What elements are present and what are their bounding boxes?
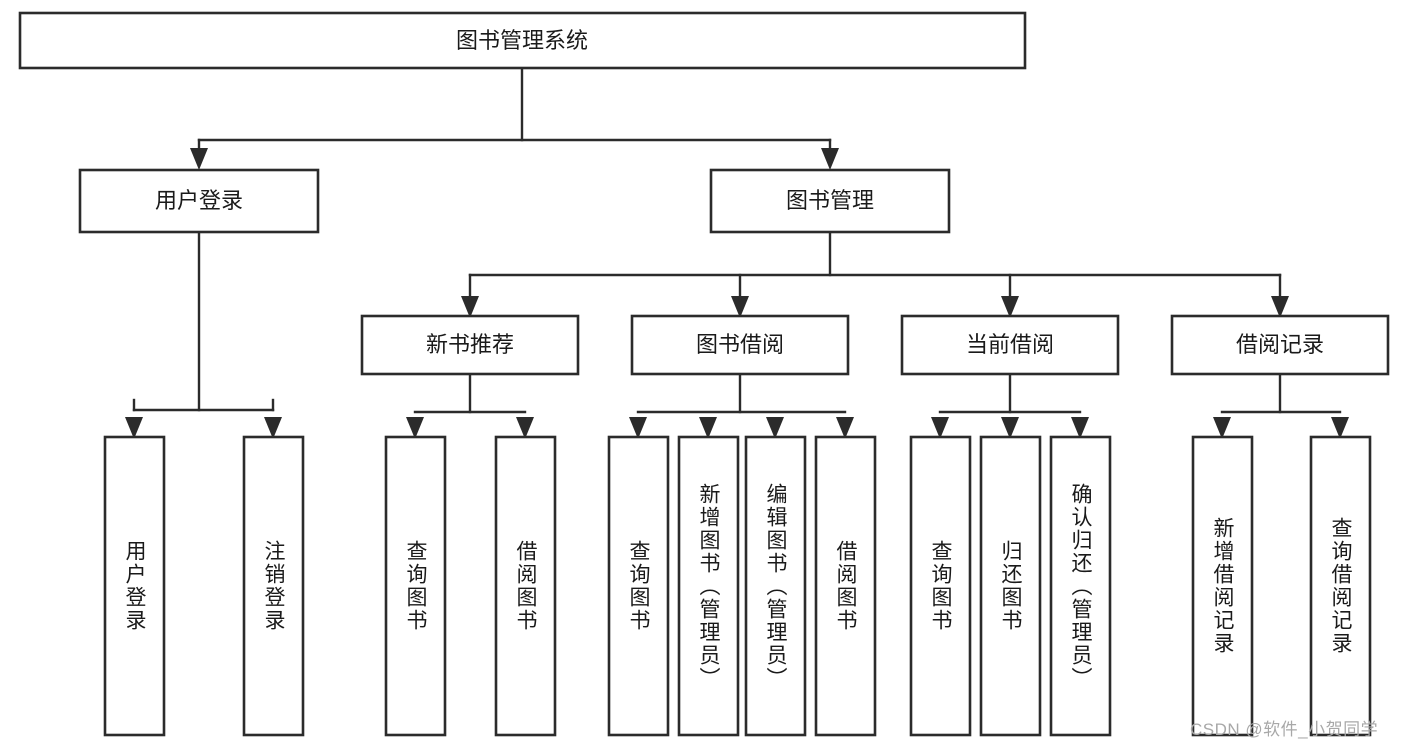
connector-group-records [1213,372,1349,439]
node-new-book-recommend-label: 新书推荐 [426,332,514,357]
leaf-box[interactable] [744,435,807,737]
leaf-box[interactable] [1049,435,1112,737]
connector-group-current-borrow [931,372,1089,439]
leaf-box[interactable] [103,435,166,737]
leaf-box[interactable] [607,435,670,737]
leaf-box[interactable] [384,435,447,737]
arrow-head-icon [190,148,208,170]
node-user-login[interactable]: 用户登录 [78,168,320,234]
leaf-box[interactable] [909,435,972,737]
leaf-box[interactable] [814,435,877,737]
watermark: CSDN @软件_小贺同学 [1190,720,1379,739]
connector-group-book-mgmt [461,230,1289,318]
node-user-login-label: 用户登录 [155,188,243,213]
node-borrow-records-label: 借阅记录 [1236,332,1324,357]
leaf-box[interactable] [1309,435,1372,737]
connector-group-new-book [406,372,534,439]
node-book-borrow[interactable]: 图书借阅 [630,314,850,376]
connector-group-root [190,66,839,170]
leaf-box[interactable] [494,435,557,737]
node-borrow-records[interactable]: 借阅记录 [1170,314,1390,376]
leaf-box[interactable] [242,435,305,737]
node-book-management-label: 图书管理 [786,188,874,213]
node-root[interactable]: 图书管理系统 [18,11,1027,70]
leaf-box[interactable] [677,435,740,737]
connector-group-borrow [629,372,854,439]
arrow-head-icon [821,148,839,170]
node-root-label: 图书管理系统 [456,28,588,53]
node-current-borrow-label: 当前借阅 [966,332,1054,357]
leaf-box[interactable] [979,435,1042,737]
leaf-box[interactable] [1191,435,1254,737]
node-book-management[interactable]: 图书管理 [709,168,951,234]
node-book-borrow-label: 图书借阅 [696,332,784,357]
connector-group-user-login [125,230,282,439]
node-new-book-recommend[interactable]: 新书推荐 [360,314,580,376]
leaf-box-group [103,435,1372,737]
node-current-borrow[interactable]: 当前借阅 [900,314,1120,376]
